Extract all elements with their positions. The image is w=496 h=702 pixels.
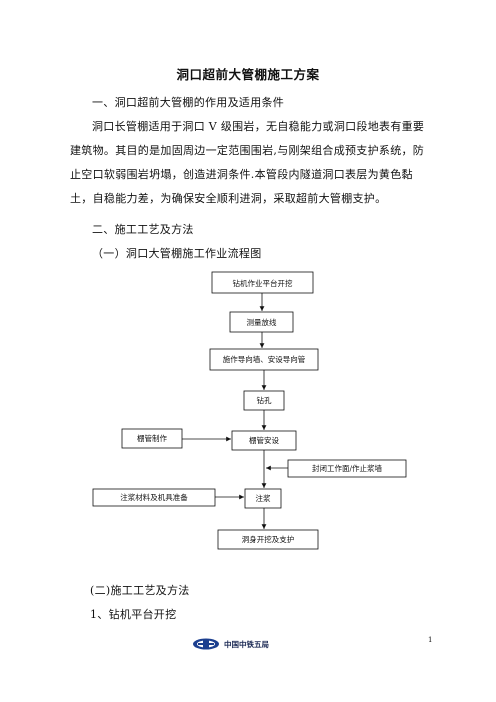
flow-label-grouting: 注浆	[256, 493, 271, 503]
company-name: 中国中铁五局	[224, 639, 269, 649]
section-heading-1: 一、洞口超前大管棚的作用及适用条件	[92, 96, 285, 109]
document-title: 洞口超前大管棚施工方案	[176, 67, 320, 82]
step-heading-1: 1、钻机平台开挖	[90, 608, 177, 621]
company-footer: 中国中铁五局	[192, 637, 269, 651]
flow-label-survey-layout: 测量放线	[247, 317, 277, 327]
flow-box-seal-face	[287, 459, 407, 478]
paragraph-line-1: 洞口长管棚适用于洞口 V 级围岩，无自稳能力或洞口段地表有重要	[92, 120, 425, 133]
flow-label-grout-materials: 注浆材料及机具准备	[120, 492, 188, 502]
flow-box-tunnel-excavation	[217, 529, 319, 550]
flow-label-pipe-fabrication: 棚管制作	[137, 433, 167, 443]
paragraph-line-3: 止空口软弱围岩坍塌，创造进洞条件.本管段内隧道洞口表层为黄色黏	[70, 168, 413, 181]
flow-label-platform-excavation: 钻机作业平台开挖	[233, 278, 293, 288]
section-heading-2: 二、施工工艺及方法	[92, 223, 194, 236]
flow-label-drilling: 钻孔	[257, 395, 272, 405]
flow-label-seal-face: 封闭工作面/作止浆墙	[312, 463, 383, 473]
flow-box-grout-materials	[92, 488, 216, 507]
subsection-heading-2: (二)施工工艺及方法	[90, 584, 190, 597]
flow-label-pipe-installation: 棚管安设	[249, 435, 279, 445]
crec-logo-icon	[193, 638, 219, 650]
paragraph-line-4: 土，自稳能力差，为确保安全顺利进洞，采取超前大管棚支护。	[70, 192, 387, 205]
flow-label-tunnel-excavation: 洞身开挖及支护	[242, 534, 295, 544]
page-number: 1	[428, 636, 433, 644]
flow-label-guide-wall: 施作导向墙、安设导向管	[223, 354, 306, 364]
flow-box-platform-excavation	[211, 271, 314, 294]
subsection-heading-flowchart: （一）洞口大管棚施工作业流程图	[92, 247, 262, 260]
flow-box-grouting	[244, 488, 282, 509]
flow-box-survey-layout	[229, 311, 294, 333]
paragraph-line-2: 建筑物。其目的是加固周边一定范围围岩,与刚架组合成预支护系统，防	[70, 144, 425, 157]
flow-box-pipe-fabrication	[121, 428, 183, 449]
